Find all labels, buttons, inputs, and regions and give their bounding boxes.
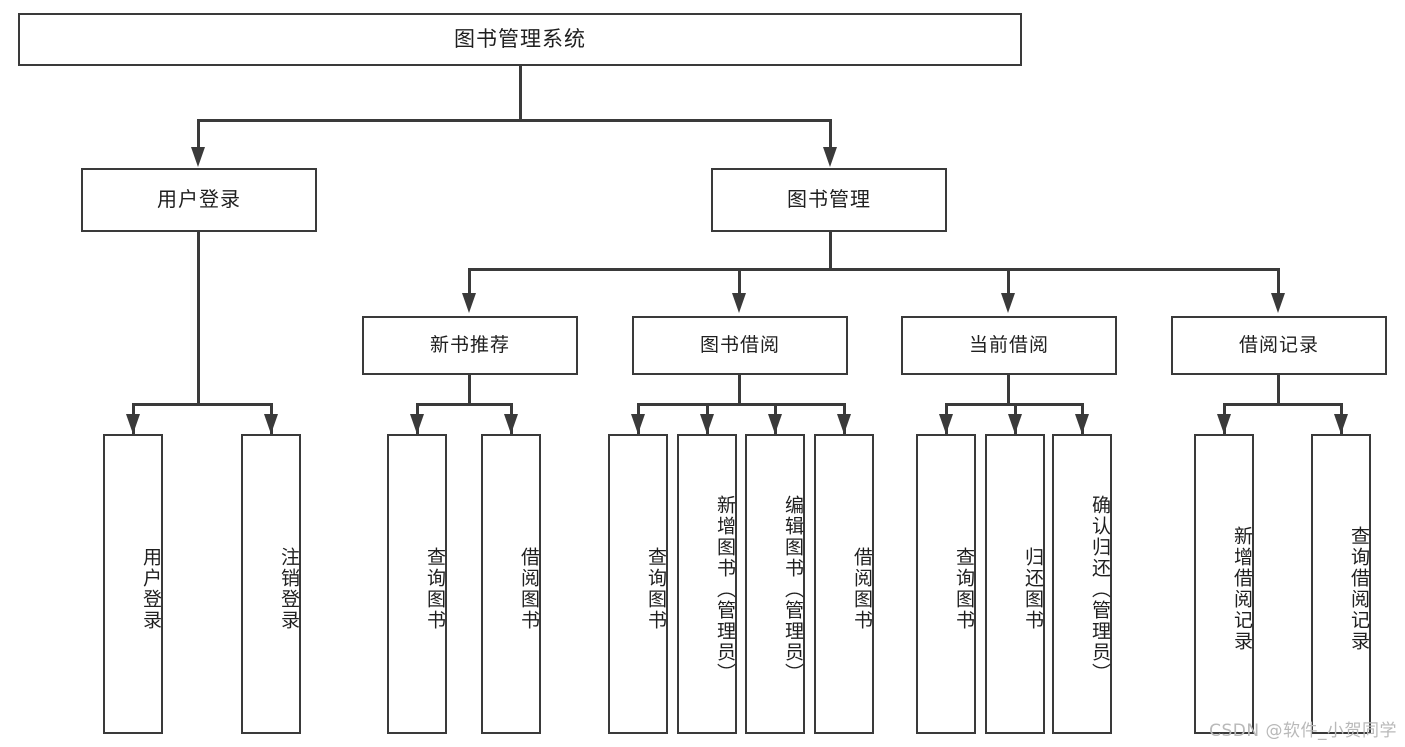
arrow-br-leaf-2 [1334,414,1348,434]
connector-root-to-user-login [197,119,200,149]
leaf-label: 查询图书 [645,547,667,631]
arrow-user-login-to-leaf-1 [126,414,140,434]
connector-user-login-bus [132,403,271,406]
arrow-root-to-user-login [191,147,205,167]
leaf-borrow-edit-book-admin[interactable]: 编辑图书（管理员） [745,434,805,734]
connector-book-borrow-stem [738,375,741,404]
arrow-bb-leaf-1 [631,414,645,434]
arrow-bb-leaf-4 [837,414,851,434]
node-book-management-label: 图书管理 [787,187,871,212]
arrow-nbr-leaf-1 [410,414,424,434]
arrow-user-login-to-leaf-2 [264,414,278,434]
connector-book-management-stem [829,232,832,270]
leaf-current-confirm-return-admin[interactable]: 确认归还（管理员） [1052,434,1112,734]
connector-current-borrow-bus [945,403,1082,406]
arrow-cb-leaf-3 [1075,414,1089,434]
leaf-user-login-login[interactable]: 用户登录 [103,434,163,734]
arrow-to-book-borrow [732,293,746,313]
arrow-cb-leaf-1 [939,414,953,434]
leaf-label: 编辑图书（管理员） [782,494,804,684]
arrow-cb-leaf-2 [1008,414,1022,434]
connector-borrow-record-stem [1277,375,1280,404]
leaf-label: 借阅图书 [518,547,540,631]
arrow-bb-leaf-3 [768,414,782,434]
leaf-borrow-add-book-admin[interactable]: 新增图书（管理员） [677,434,737,734]
node-borrow-record[interactable]: 借阅记录 [1171,316,1387,375]
node-current-borrow[interactable]: 当前借阅 [901,316,1117,375]
node-root-label: 图书管理系统 [454,27,586,52]
arrow-bb-leaf-2 [700,414,714,434]
leaf-label: 归还图书 [1022,547,1044,631]
node-user-login[interactable]: 用户登录 [81,168,317,232]
node-book-borrow[interactable]: 图书借阅 [632,316,848,375]
leaf-label: 用户登录 [140,547,162,631]
connector-book-borrow-bus [637,403,844,406]
connector-borrow-record-bus [1223,403,1341,406]
connector-root-to-book-management [829,119,832,149]
node-new-book-recommend-label: 新书推荐 [429,334,510,357]
connector-new-book-recommend-bus [416,403,512,406]
arrow-br-leaf-1 [1217,414,1231,434]
watermark: CSDN @软件_小贺同学 [1209,721,1397,741]
leaf-label: 查询图书 [424,547,446,631]
node-borrow-record-label: 借阅记录 [1238,334,1319,357]
leaf-label: 新增借阅记录 [1231,526,1253,652]
connector-root-stem [519,66,522,120]
leaf-borrow-borrow-book[interactable]: 借阅图书 [814,434,874,734]
leaf-label: 借阅图书 [851,547,873,631]
connector-to-book-borrow [738,268,741,296]
arrow-root-to-book-management [823,147,837,167]
arrow-nbr-leaf-2 [504,414,518,434]
connector-user-login-stem [197,232,200,405]
leaf-label: 确认归还（管理员） [1089,494,1111,684]
leaf-current-return-book[interactable]: 归还图书 [985,434,1045,734]
node-book-borrow-label: 图书借阅 [699,334,780,357]
leaf-label: 注销登录 [278,547,300,631]
leaf-label: 新增图书（管理员） [714,494,736,684]
leaf-current-query-book[interactable]: 查询图书 [916,434,976,734]
leaf-borrow-query-book[interactable]: 查询图书 [608,434,668,734]
leaf-label: 查询图书 [953,547,975,631]
arrow-to-borrow-record [1271,293,1285,313]
connector-to-new-book-recommend [468,268,471,296]
node-current-borrow-label: 当前借阅 [968,334,1049,357]
connector-to-borrow-record [1277,268,1280,296]
arrow-to-current-borrow [1001,293,1015,313]
connector-root-bus [197,119,831,122]
leaf-new-book-borrow[interactable]: 借阅图书 [481,434,541,734]
leaf-user-login-logout[interactable]: 注销登录 [241,434,301,734]
connector-new-book-recommend-stem [468,375,471,404]
node-root-book-management-system[interactable]: 图书管理系统 [18,13,1022,66]
connector-to-current-borrow [1007,268,1010,296]
arrow-to-new-book-recommend [462,293,476,313]
leaf-record-add-record[interactable]: 新增借阅记录 [1194,434,1254,734]
leaf-label: 查询借阅记录 [1348,526,1370,652]
connector-level3-bus [468,268,1280,271]
connector-current-borrow-stem [1007,375,1010,404]
node-user-login-label: 用户登录 [157,187,241,212]
leaf-new-book-query[interactable]: 查询图书 [387,434,447,734]
node-new-book-recommend[interactable]: 新书推荐 [362,316,578,375]
leaf-record-query-record[interactable]: 查询借阅记录 [1311,434,1371,734]
node-book-management[interactable]: 图书管理 [711,168,947,232]
